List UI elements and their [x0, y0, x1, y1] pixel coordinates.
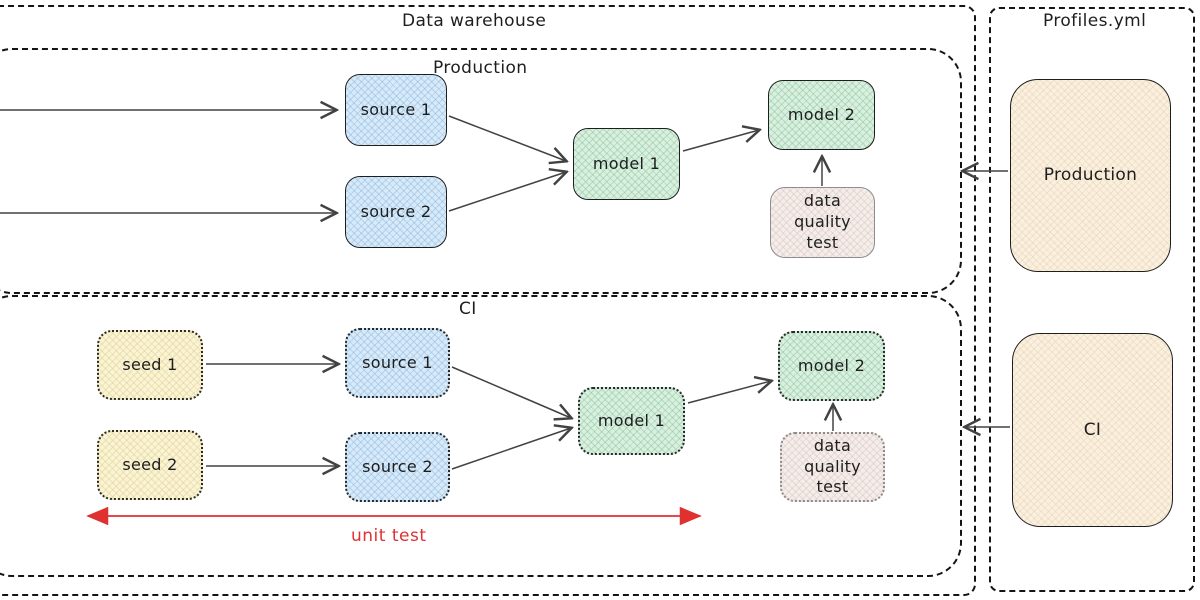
ci-source2-node: source 2 — [345, 432, 450, 502]
data-warehouse-container — [0, 5, 976, 596]
profile-production-node: Production — [1010, 79, 1171, 272]
ci-source1-label: source 1 — [362, 352, 433, 372]
prod-source1-label: source 1 — [360, 99, 432, 119]
data-warehouse-label: Data warehouse — [402, 11, 547, 31]
ci-seed2-node: seed 2 — [97, 430, 203, 500]
ci-container — [0, 295, 962, 577]
prod-model2-label: model 2 — [787, 104, 856, 124]
ci-seed1-label: seed 1 — [122, 354, 178, 374]
profile-ci-node: CI — [1012, 333, 1173, 527]
ci-model2-node: model 2 — [778, 331, 885, 401]
prod-model1-label: model 1 — [592, 153, 661, 173]
ci-seed1-node: seed 1 — [97, 330, 203, 400]
ci-model2-label: model 2 — [797, 355, 866, 375]
prod-quality-test-node: data quality test — [770, 187, 875, 258]
prod-model1-node: model 1 — [573, 128, 680, 200]
ci-seed2-label: seed 2 — [122, 454, 178, 474]
prod-quality-test-label: data quality test — [794, 191, 851, 252]
prod-source1-node: source 1 — [345, 74, 447, 146]
profiles-yml-label: Profiles.yml — [1043, 11, 1147, 31]
ci-quality-test-label: data quality test — [804, 435, 861, 497]
prod-model2-node: model 2 — [768, 80, 875, 150]
ci-model1-label: model 1 — [597, 410, 666, 430]
profiles-yml-container — [989, 7, 1195, 592]
profile-production-label: Production — [1043, 165, 1138, 186]
ci-source2-label: source 2 — [362, 456, 433, 476]
unit-test-label: unit test — [351, 526, 427, 546]
prod-source2-node: source 2 — [345, 176, 447, 248]
ci-label: CI — [459, 299, 477, 319]
production-label: Production — [433, 58, 528, 78]
ci-source1-node: source 1 — [345, 328, 450, 398]
ci-model1-node: model 1 — [578, 387, 685, 455]
prod-source2-label: source 2 — [360, 201, 432, 221]
ci-quality-test-node: data quality test — [780, 432, 885, 502]
profile-ci-label: CI — [1083, 419, 1102, 440]
